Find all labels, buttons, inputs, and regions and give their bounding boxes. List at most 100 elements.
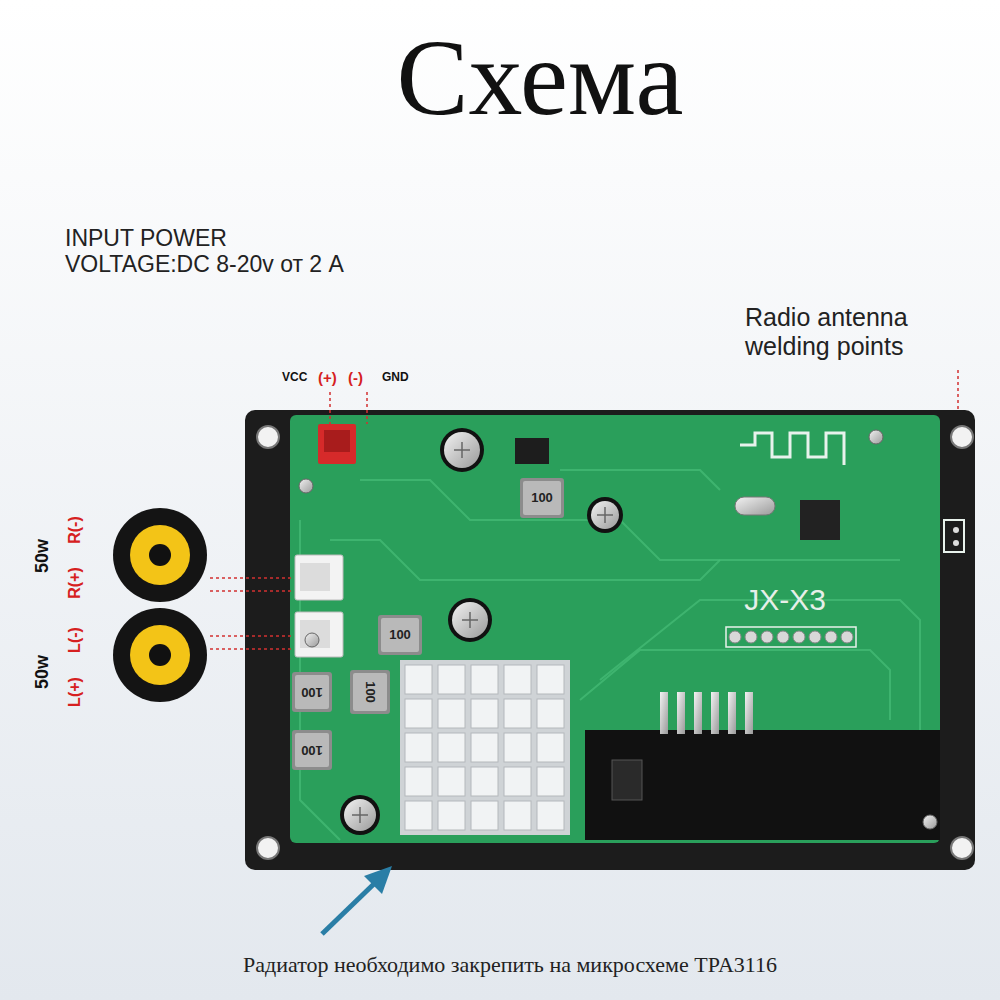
housing	[245, 410, 975, 870]
capacitor-vent	[604, 507, 606, 523]
pcb	[290, 415, 940, 843]
capacitor-vent	[359, 807, 361, 823]
pcb-antenna	[740, 433, 844, 465]
speaker-connector-socket	[300, 563, 330, 591]
speaker-wire	[210, 648, 292, 650]
crystal	[735, 497, 775, 515]
label: R(+)	[66, 567, 84, 599]
capacitor-vent	[461, 442, 463, 458]
heatsink	[400, 660, 570, 835]
display-pin	[745, 692, 753, 734]
heatsink-fin	[471, 733, 498, 762]
capacitor-top	[452, 602, 488, 638]
inductor	[350, 670, 390, 714]
heatsink-fin	[405, 699, 432, 728]
mount-hole	[951, 426, 973, 448]
power-connector-socket	[324, 430, 350, 452]
pcb-trace	[330, 540, 720, 580]
label: 100	[301, 685, 323, 700]
speaker-frame	[113, 508, 207, 602]
label: VCC	[282, 371, 307, 385]
label: L(-)	[66, 627, 84, 653]
antenna-pad	[944, 520, 964, 552]
mount-hole	[257, 426, 279, 448]
heatsink-fin	[537, 665, 564, 694]
label: 100	[531, 491, 553, 506]
label: GND	[382, 371, 409, 385]
label: 100	[301, 743, 323, 758]
heatsink-fin	[405, 801, 432, 830]
inductor-top	[381, 618, 419, 652]
header-pin	[825, 631, 837, 643]
heatsink-fin	[405, 665, 432, 694]
header-outline	[726, 627, 856, 647]
label: INPUT POWER VOLTAGE:DC 8-20v от 2 A	[65, 225, 375, 278]
header-pin	[761, 631, 773, 643]
header-pin	[729, 631, 741, 643]
heatsink-fin	[438, 699, 465, 728]
inductor-top	[295, 733, 329, 767]
display-pin	[711, 692, 719, 734]
label: (-)	[348, 369, 363, 386]
caption: Радиатор необходимо закрепить на микросх…	[243, 952, 777, 977]
speaker-frame	[113, 608, 207, 702]
label: 50w	[32, 655, 53, 689]
speaker-connector	[295, 555, 343, 600]
header-pin	[745, 631, 757, 643]
mount-hole	[257, 837, 279, 859]
heatsink-fin	[438, 733, 465, 762]
pointer-arrowhead	[364, 866, 392, 894]
screw	[923, 815, 937, 829]
capacitor-top	[344, 799, 376, 831]
page-title: Схема	[397, 16, 684, 140]
antenna-leader	[957, 370, 959, 412]
capacitor-top	[591, 501, 619, 529]
label: 50w	[32, 539, 53, 573]
heatsink-fin	[537, 801, 564, 830]
inductor	[292, 730, 332, 770]
inductor-top	[523, 481, 561, 515]
capacitor-top	[444, 432, 480, 468]
antenna-pad-hole	[953, 540, 959, 546]
header-pin	[777, 631, 789, 643]
regulator-chip	[515, 438, 549, 464]
label: R(-)	[66, 516, 84, 544]
label: JX-X3	[744, 583, 826, 618]
capacitor-vent	[469, 612, 471, 628]
speaker-connector	[295, 612, 343, 657]
pointer-arrow	[322, 880, 378, 934]
inductor-top	[353, 673, 387, 711]
inductor	[520, 478, 564, 518]
capacitor	[587, 497, 623, 533]
label: Radio antenna welding points	[745, 303, 973, 361]
capacitor	[440, 428, 484, 472]
speaker-connector-socket	[300, 620, 330, 648]
header-pin	[809, 631, 821, 643]
label: 100	[389, 628, 411, 643]
header-pin	[793, 631, 805, 643]
heatsink-fin	[438, 767, 465, 796]
speaker-wire	[210, 577, 292, 579]
screw	[305, 633, 319, 647]
heatsink-fin	[471, 699, 498, 728]
label: (+)	[318, 369, 337, 386]
heatsink-fin	[504, 801, 531, 830]
heatsink-fin	[405, 767, 432, 796]
speaker-cone	[130, 625, 190, 685]
display-pin	[660, 692, 668, 734]
inductor	[292, 672, 332, 712]
heatsink-fin	[504, 733, 531, 762]
antenna-pad-hole	[953, 527, 959, 533]
heatsink-fin	[504, 665, 531, 694]
speaker-cap	[149, 544, 171, 566]
pcb-trace	[360, 480, 900, 560]
heatsink-fin	[537, 733, 564, 762]
header-pin	[841, 631, 853, 643]
speaker-cone	[130, 525, 190, 585]
heatsink-fin	[504, 699, 531, 728]
pcb-trace	[560, 470, 720, 490]
heatsink-fin	[405, 733, 432, 762]
